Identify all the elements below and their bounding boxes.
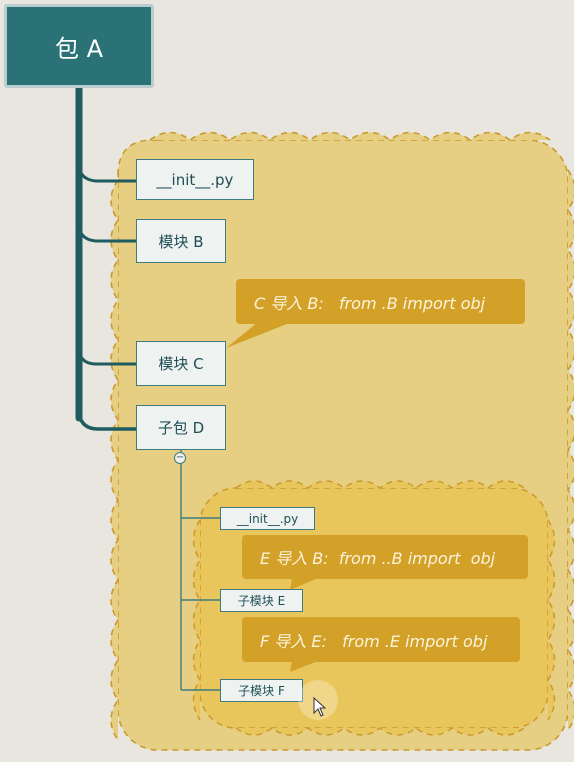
node-module-b[interactable]: 模块 B (136, 219, 226, 263)
mouse-pointer-icon (313, 696, 327, 721)
node-submodule-e-label: 子模块 E (237, 594, 286, 608)
root-package-node[interactable]: 包 A (4, 4, 154, 88)
node-module-c[interactable]: 模块 C (136, 341, 226, 386)
subpackage-connector (180, 448, 220, 691)
cursor-highlight (298, 680, 338, 720)
node-subpackage-d-label: 子包 D (157, 419, 205, 437)
callout-f-imports-e: F 导入 E: from .E import obj (242, 617, 520, 662)
node-module-b-label: 模块 B (158, 232, 204, 251)
node-submodule-f[interactable]: 子模块 F (220, 679, 303, 702)
callout-c-imports-b: C 导入 B: from .B import obj (236, 279, 525, 324)
node-submodule-e[interactable]: 子模块 E (220, 589, 303, 612)
callout-f-imports-e-text: F 导入 E: from .E import obj (260, 631, 488, 651)
callout-tails (226, 322, 318, 672)
node-init-py-label: __init__.py (156, 170, 234, 189)
node-subpackage-d[interactable]: 子包 D (136, 405, 226, 450)
callout-e-imports-b: E 导入 B: from ..B import obj (242, 535, 528, 579)
node-sub-init-py-label: __init__.py (236, 511, 299, 526)
callout-c-imports-b-text: C 导入 B: from .B import obj (254, 293, 486, 313)
callout-e-imports-b-text: E 导入 B: from ..B import obj (260, 549, 496, 568)
node-module-c-label: 模块 C (158, 355, 204, 373)
node-init-py[interactable]: __init__.py (136, 159, 254, 200)
main-connector (75, 84, 138, 431)
root-package-label: 包 A (54, 34, 104, 63)
node-sub-init-py[interactable]: __init__.py (220, 507, 315, 530)
collapse-toggle-icon[interactable]: − (174, 452, 186, 464)
node-submodule-f-label: 子模块 F (238, 684, 285, 698)
